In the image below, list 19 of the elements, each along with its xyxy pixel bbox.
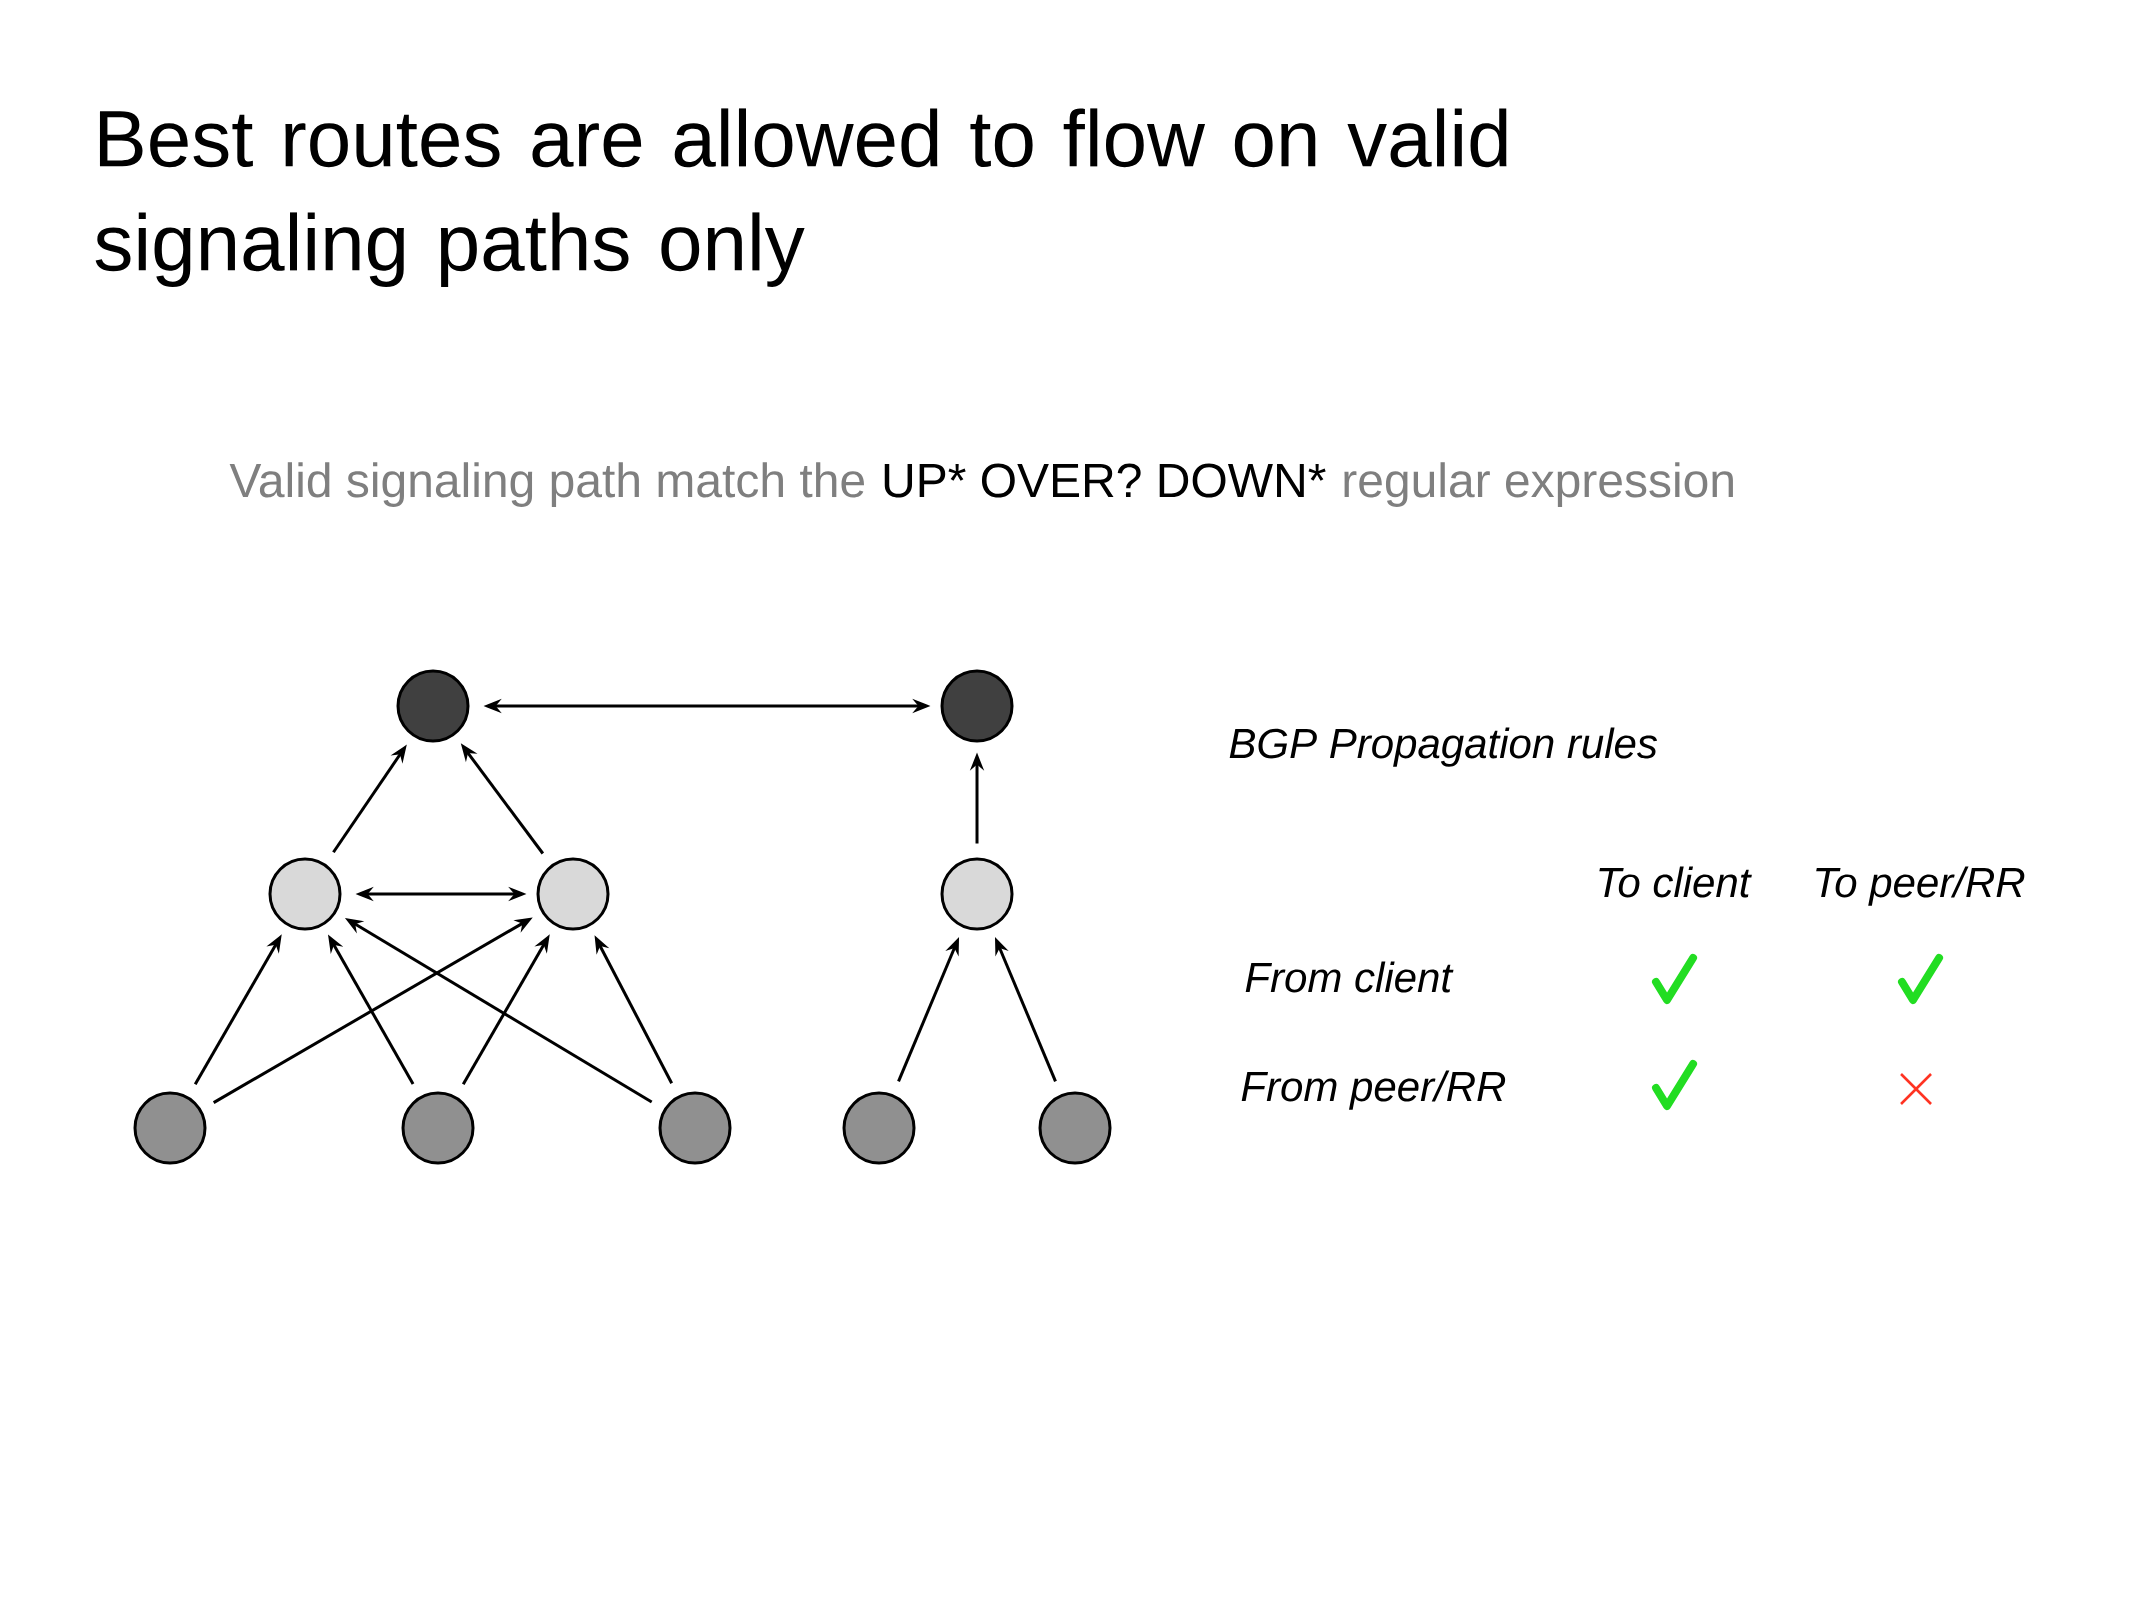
router-circle (268, 857, 342, 931)
router-circle (658, 1091, 732, 1165)
router-circle (396, 669, 470, 743)
router-circle (940, 669, 1014, 743)
title: Best routes are allowed to flow on valid signaling paths only (95, 108, 1507, 287)
router-circle (401, 1091, 475, 1165)
table-title: BGP Propagation rules (1229, 727, 1658, 767)
subtitle-text: Valid signaling path match the (229, 462, 864, 507)
router-circle (1038, 1091, 1112, 1165)
router-circle (940, 857, 1014, 931)
row-header: From peer/RR (1241, 1070, 1506, 1110)
column-header: To client (1599, 866, 1752, 898)
highlighted-expression: UP* OVER? DOWN* (884, 463, 1326, 498)
router-circle (133, 1091, 207, 1165)
column-header: To peer/RR (1816, 866, 2025, 906)
router-circle (536, 857, 610, 931)
row-header: From client (1245, 961, 1454, 993)
router-circle (842, 1091, 916, 1165)
subtitle-text: regular expression (1344, 462, 1733, 507)
